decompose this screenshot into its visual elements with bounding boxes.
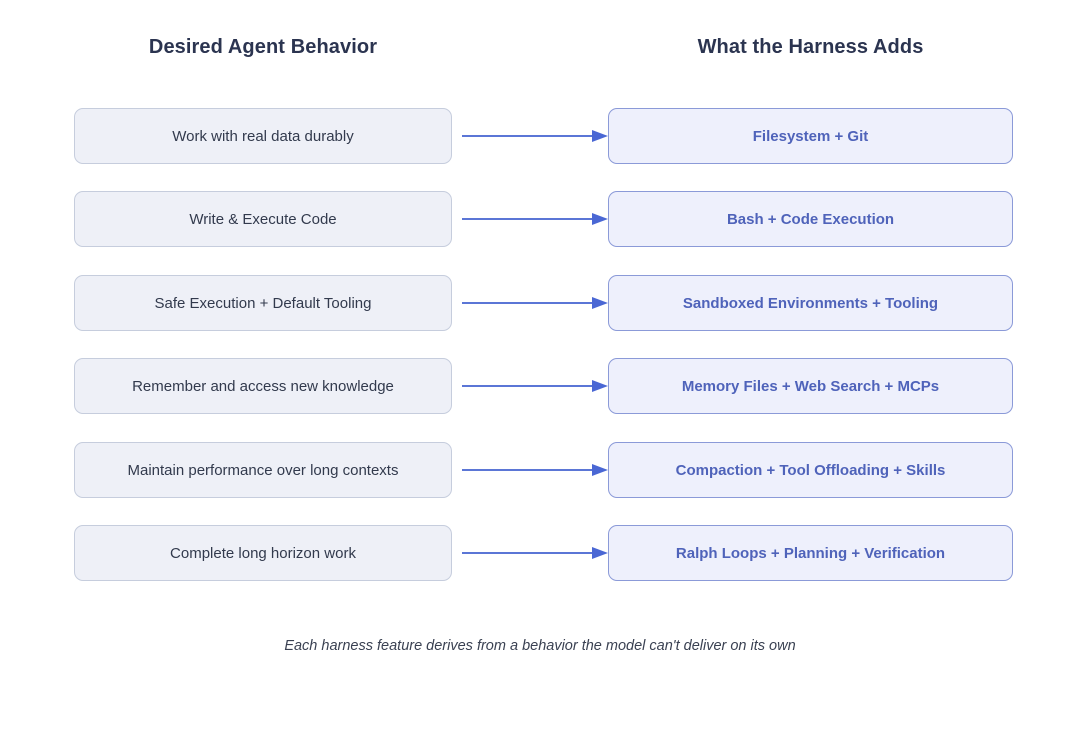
mapping-row: Maintain performance over long contexts … xyxy=(0,442,1080,498)
behavior-node: Maintain performance over long contexts xyxy=(74,442,452,498)
behavior-node: Write & Execute Code xyxy=(74,191,452,247)
behavior-node: Remember and access new knowledge xyxy=(74,358,452,414)
mapping-row: Work with real data durably Filesystem +… xyxy=(0,108,1080,164)
mapping-row: Safe Execution + Default Tooling Sandbox… xyxy=(0,275,1080,331)
mapping-arrow-icon xyxy=(462,378,608,394)
behavior-node: Complete long horizon work xyxy=(74,525,452,581)
behavior-node: Work with real data durably xyxy=(74,108,452,164)
mapping-row: Complete long horizon work Ralph Loops +… xyxy=(0,525,1080,581)
diagram-caption: Each harness feature derives from a beha… xyxy=(284,638,796,654)
mapping-arrow-icon xyxy=(462,462,608,478)
mapping-arrow-icon xyxy=(462,545,608,561)
harness-node: Filesystem + Git xyxy=(608,108,1013,164)
mapping-row: Remember and access new knowledge Memory… xyxy=(0,358,1080,414)
mapping-arrow-icon xyxy=(462,211,608,227)
harness-node: Ralph Loops + Planning + Verification xyxy=(608,525,1013,581)
harness-node: Bash + Code Execution xyxy=(608,191,1013,247)
harness-node: Sandboxed Environments + Tooling xyxy=(608,275,1013,331)
harness-node: Memory Files + Web Search + MCPs xyxy=(608,358,1013,414)
harness-node: Compaction + Tool Offloading + Skills xyxy=(608,442,1013,498)
column-header-desired-agent-behavior: Desired Agent Behavior xyxy=(148,36,378,58)
behavior-node: Safe Execution + Default Tooling xyxy=(74,275,452,331)
column-header-what-the-harness-adds: What the Harness Adds xyxy=(697,36,924,58)
mapping-row: Write & Execute Code Bash + Code Executi… xyxy=(0,191,1080,247)
mapping-arrow-icon xyxy=(462,295,608,311)
mapping-arrow-icon xyxy=(462,128,608,144)
